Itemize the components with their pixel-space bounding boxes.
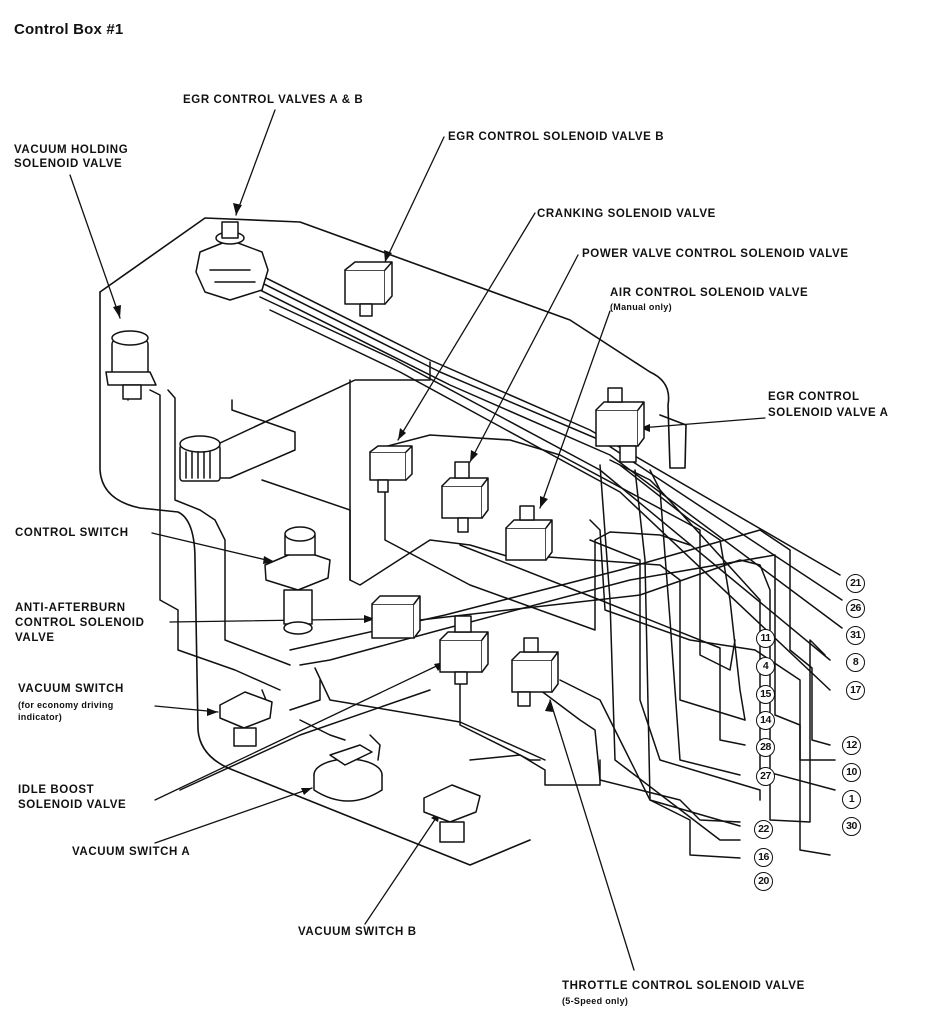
label-throttle-control-note: (5-Speed only)	[562, 996, 629, 1006]
label-throttle-control: THROTTLE CONTROL SOLENOID VALVE	[562, 980, 805, 992]
label-air-control-solenoid: AIR CONTROL SOLENOID VALVE	[610, 287, 809, 299]
label-vacuum-switch: VACUUM SWITCH	[18, 683, 124, 695]
connector-callout: 22	[754, 820, 773, 839]
label-cranking-solenoid: CRANKING SOLENOID VALVE	[537, 208, 716, 220]
control-box-outline	[99, 217, 687, 469]
air-control-solenoid-part	[505, 505, 553, 561]
connector-callout: 17	[846, 681, 865, 700]
page-title: Control Box #1	[14, 21, 124, 38]
connector-callout: 12	[842, 736, 861, 755]
label-anti-afterburn-1: ANTI-AFTERBURN	[15, 602, 126, 614]
label-vacuum-switch-a: VACUUM SWITCH A	[72, 846, 191, 858]
cranking-solenoid-part	[369, 445, 413, 493]
egr-solenoid-b-part	[344, 261, 393, 317]
control-switch-part	[264, 526, 331, 635]
connector-callout: 30	[842, 817, 861, 836]
idle-boost-part	[439, 615, 489, 685]
connector-callout: 21	[846, 574, 865, 593]
connector-callout: 8	[846, 653, 865, 672]
filter-part	[179, 435, 221, 482]
connector-callout: 28	[756, 738, 775, 757]
connector-callout: 1	[842, 790, 861, 809]
vacuum-holding-part	[105, 330, 157, 400]
control-box-outline-lower	[99, 291, 531, 866]
leader-lines	[69, 109, 766, 971]
connector-callout: 26	[846, 599, 865, 618]
connector-callout: 4	[756, 657, 775, 676]
label-anti-afterburn-3: VALVE	[15, 632, 55, 644]
label-egr-control-solenoid-a-2: SOLENOID VALVE A	[768, 407, 889, 419]
label-vacuum-holding-2: SOLENOID VALVE	[14, 158, 123, 170]
label-vacuum-switch-b: VACUUM SWITCH B	[298, 926, 417, 938]
label-egr-control-solenoid-a-1: EGR CONTROL	[768, 391, 860, 403]
connector-callout: 15	[756, 685, 775, 704]
connector-callout: 31	[846, 626, 865, 645]
label-anti-afterburn-2: CONTROL SOLENOID	[15, 617, 145, 629]
connector-callout: 11	[756, 629, 775, 648]
vacuum-switch-part	[219, 691, 273, 747]
connector-callout: 20	[754, 872, 773, 891]
label-vacuum-switch-note-1: (for economy driving	[18, 700, 114, 710]
vacuum-hoses	[127, 259, 843, 859]
label-idle-boost-1: IDLE BOOST	[18, 784, 95, 796]
label-egr-control-solenoid-b: EGR CONTROL SOLENOID VALVE B	[448, 131, 665, 143]
connector-callout: 16	[754, 848, 773, 867]
label-egr-control-valves-ab: EGR CONTROL VALVES A & B	[183, 94, 364, 106]
label-vacuum-holding-1: VACUUM HOLDING	[14, 144, 129, 156]
egr-solenoid-a-part	[595, 387, 645, 463]
vacuum-switch-a-part	[313, 744, 383, 802]
label-control-switch: CONTROL SWITCH	[15, 527, 129, 539]
label-power-valve-control: POWER VALVE CONTROL SOLENOID VALVE	[582, 248, 849, 260]
vacuum-switch-b-part	[423, 784, 481, 843]
connector-callout: 10	[842, 763, 861, 782]
label-vacuum-switch-note-2: indicator)	[18, 712, 63, 722]
egr-control-valves-part	[195, 221, 269, 301]
connector-callout: 27	[756, 767, 775, 786]
anti-afterburn-part	[371, 595, 421, 639]
label-air-control-note: (Manual only)	[610, 302, 672, 312]
connector-callout: 14	[756, 711, 775, 730]
throttle-control-part	[511, 637, 559, 707]
label-idle-boost-2: SOLENOID VALVE	[18, 799, 127, 811]
power-valve-solenoid-part	[441, 461, 489, 533]
